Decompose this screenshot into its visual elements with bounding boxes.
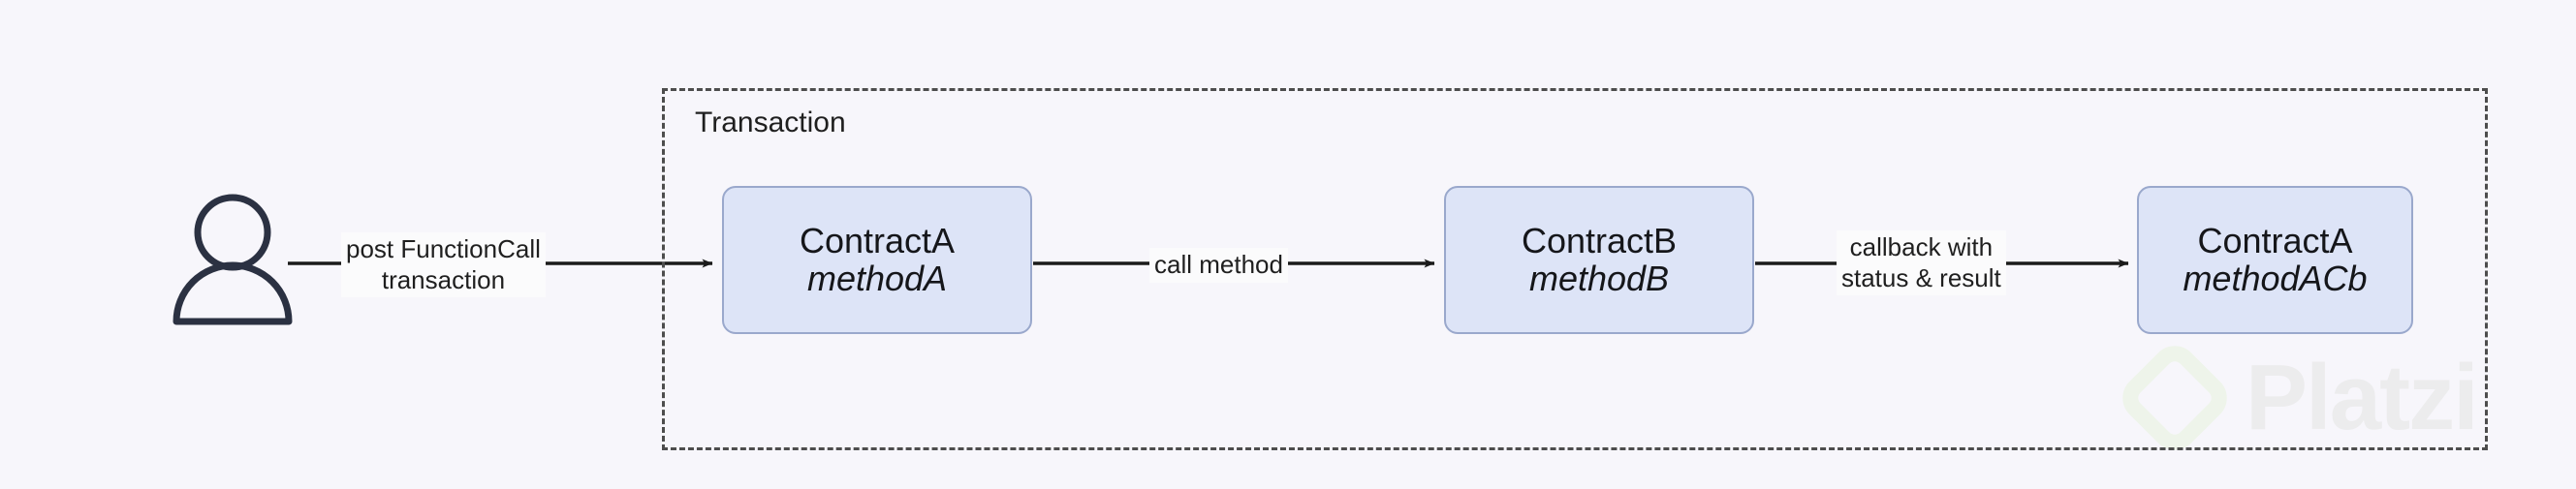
edge-callback-label: callback with status & result: [1837, 230, 2006, 296]
transaction-container: [662, 88, 2488, 450]
node-contract-b-title: ContractB: [1521, 220, 1678, 260]
edge-post-label-line2: transaction: [381, 264, 506, 294]
edge-call-label-line1: call method: [1154, 250, 1283, 279]
node-contract-b[interactable]: ContractB methodB: [1444, 186, 1754, 334]
edge-call-label: call method: [1149, 248, 1288, 283]
node-contract-a-callback-title: ContractA: [2197, 220, 2353, 260]
edge-post-label: post FunctionCall transaction: [341, 232, 546, 298]
node-contract-a-callback[interactable]: ContractA methodACb: [2137, 186, 2413, 334]
node-contract-a-method: methodA: [806, 258, 948, 298]
node-contract-a-title: ContractA: [799, 220, 956, 260]
edge-callback-label-line1: callback with: [1849, 232, 1994, 261]
user-actor-icon: [173, 194, 293, 325]
node-contract-a-callback-method: methodACb: [2183, 258, 2368, 298]
edge-callback-label-line2: status & result: [1841, 262, 2001, 292]
transaction-container-label: Transaction: [695, 107, 846, 138]
node-contract-a[interactable]: ContractA methodA: [722, 186, 1032, 334]
node-contract-b-method: methodB: [1528, 258, 1670, 298]
edge-post-label-line1: post FunctionCall: [346, 234, 541, 263]
